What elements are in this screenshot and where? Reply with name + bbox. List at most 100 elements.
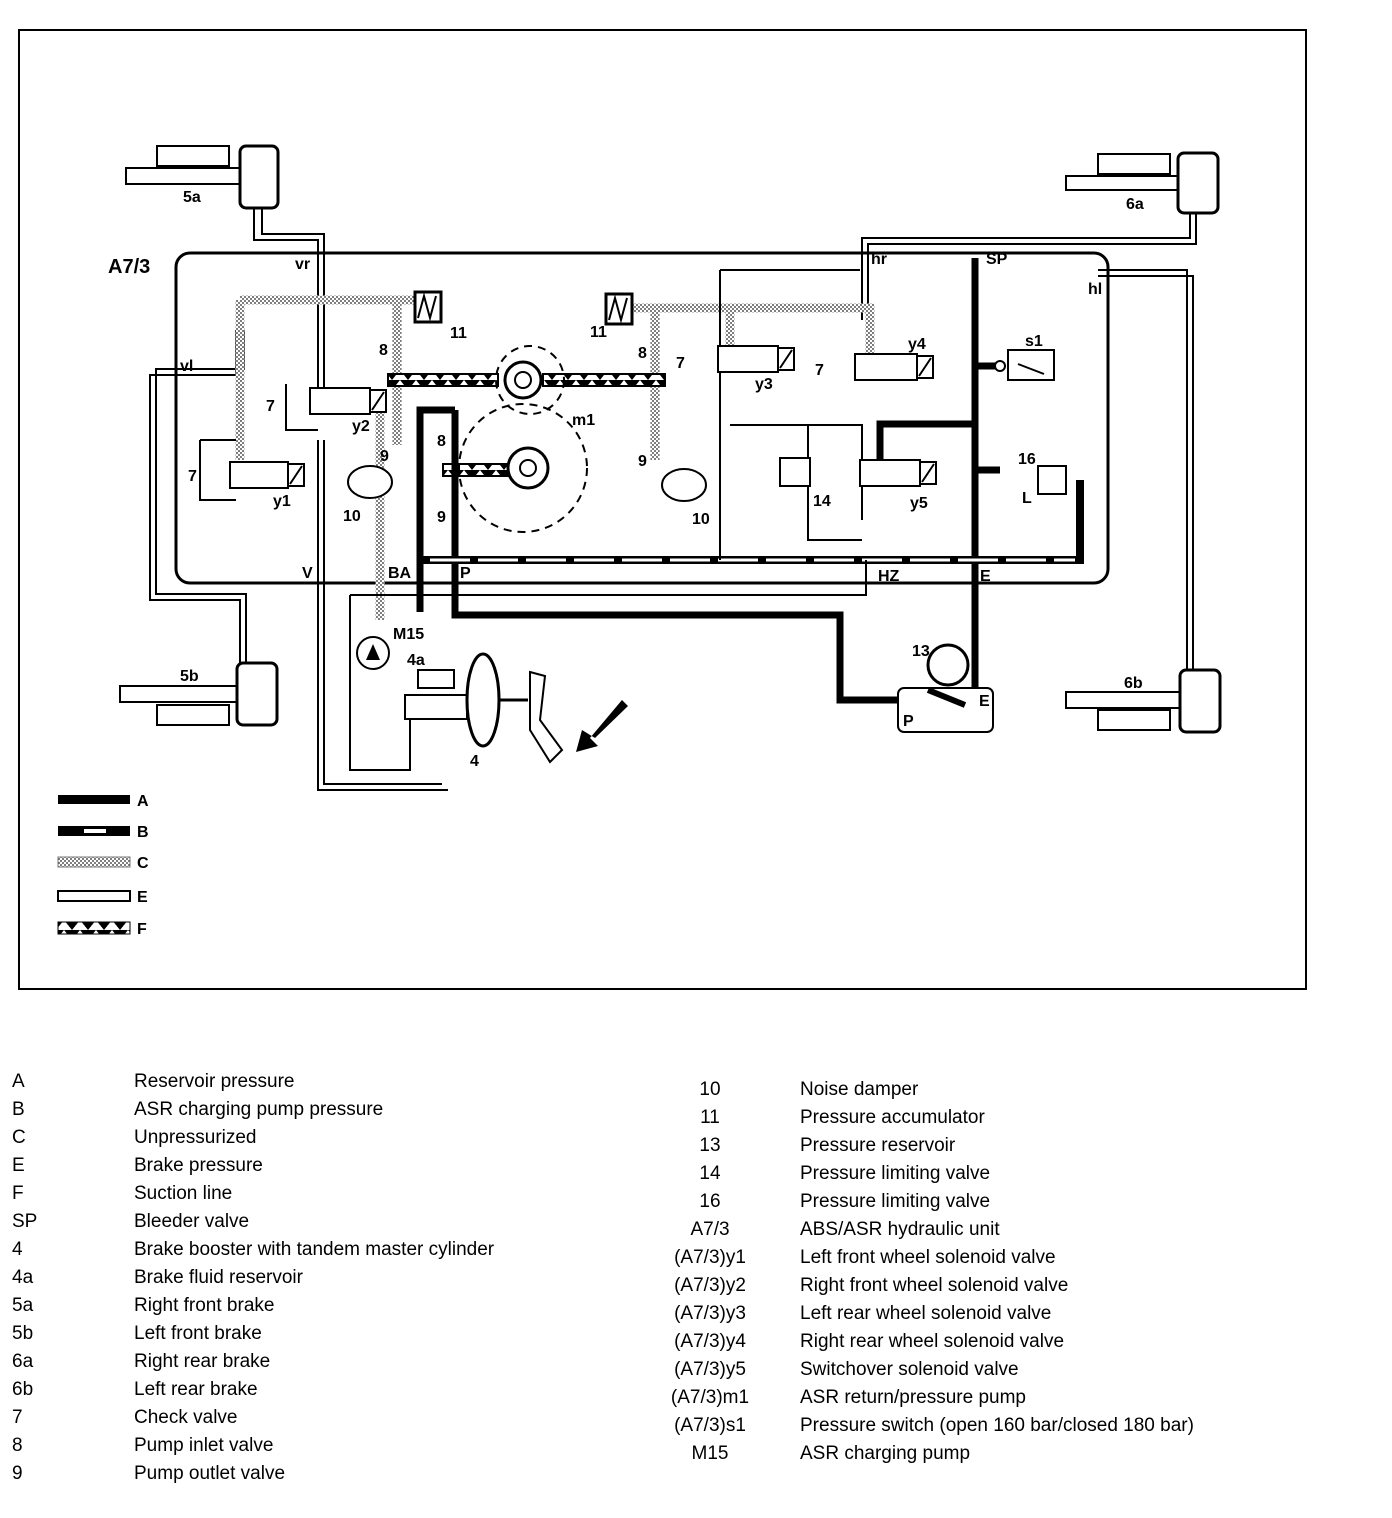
- legend-row: (A7/3)m1 ASR return/pressure pump: [660, 1384, 1360, 1412]
- suction-line-left: [387, 373, 499, 387]
- legend-code: M15: [691, 1443, 729, 1464]
- label-9-right: 9: [638, 453, 647, 470]
- legend-description: ASR return/pressure pump: [800, 1387, 1026, 1408]
- label-vl: vl: [180, 358, 193, 375]
- legend-code: 5a: [12, 1295, 34, 1316]
- legend-code: (A7/3)y1: [674, 1247, 746, 1268]
- legend-code: C: [12, 1127, 26, 1148]
- valve-y5: [859, 459, 937, 487]
- label-9-low: 9: [437, 509, 446, 526]
- legend-code: (A7/3)y5: [674, 1359, 746, 1380]
- hydraulic-unit-outline: [174, 251, 1110, 585]
- label-6b: 6b: [1124, 675, 1143, 692]
- valve-y4: [854, 353, 934, 381]
- suction-line-right: [542, 373, 666, 387]
- label-10-left: 10: [343, 508, 361, 525]
- valve-y1: [229, 461, 305, 489]
- legend-code: 6b: [12, 1379, 34, 1400]
- charging-pump-m15: [356, 636, 390, 670]
- legend-code: (A7/3)s1: [674, 1415, 746, 1436]
- legend-code: E: [12, 1155, 25, 1176]
- legend-swatch-a: [58, 795, 130, 804]
- legend-description: Suction line: [134, 1183, 233, 1204]
- legend-row: 8 Pump inlet valve: [12, 1432, 652, 1460]
- label-hl: hl: [1088, 281, 1102, 298]
- legend-code: (A7/3)y4: [674, 1331, 746, 1352]
- brake-booster-4: [404, 652, 628, 764]
- label-y2: y2: [352, 418, 370, 435]
- label-y4: y4: [908, 336, 926, 353]
- legend-key-a: A: [137, 793, 149, 810]
- legend-row: A7/3 ABS/ASR hydraulic unit: [660, 1216, 1360, 1244]
- legend-row: (A7/3)y2 Right front wheel solenoid valve: [660, 1272, 1360, 1300]
- legend-code: SP: [12, 1211, 38, 1232]
- legend-description: Right front wheel solenoid valve: [800, 1275, 1069, 1296]
- label-6a: 6a: [1126, 196, 1144, 213]
- pump-m1: [458, 345, 588, 533]
- label-10-right: 10: [692, 511, 710, 528]
- label-7-c: 7: [676, 355, 685, 372]
- legend-code: 11: [700, 1107, 720, 1128]
- line-legend: A B C E F: [57, 793, 149, 938]
- label-y3: y3: [755, 376, 773, 393]
- internal-lines: [199, 269, 867, 771]
- label-y1: y1: [273, 493, 291, 510]
- legend-code: 5b: [12, 1323, 34, 1344]
- label-7-d: 7: [815, 362, 824, 379]
- legend-code: A7/3: [690, 1219, 730, 1240]
- legend-description: Right rear wheel solenoid valve: [800, 1331, 1065, 1352]
- label-5a: 5a: [183, 189, 201, 206]
- brake-lines-e: [149, 208, 1197, 791]
- legend-description: Pump outlet valve: [134, 1463, 286, 1484]
- legend-description: Left front wheel solenoid valve: [800, 1247, 1056, 1268]
- pressure-limit-valve-16: [1037, 465, 1067, 495]
- label-s1: s1: [1025, 333, 1043, 350]
- label-8-right: 8: [638, 345, 647, 362]
- legend-code: 14: [699, 1163, 721, 1184]
- legend-description: Pump inlet valve: [134, 1435, 274, 1456]
- legend-description: Right rear brake: [134, 1351, 271, 1372]
- label-9-left: 9: [380, 448, 389, 465]
- label-14: 14: [813, 493, 831, 510]
- component-labels: A7/3 5a 5b 6a 6b vr vl hr SP hl V BA P H…: [108, 189, 1144, 770]
- legend-swatch-b: [58, 826, 130, 836]
- valve-y3: [717, 345, 795, 373]
- label-y5: y5: [910, 495, 928, 512]
- legend-key-b: B: [137, 824, 149, 841]
- legend-code: 13: [699, 1135, 721, 1156]
- pressure-limit-valve-14: [779, 457, 811, 487]
- legend-description: Brake fluid reservoir: [134, 1267, 303, 1288]
- label-m1: m1: [572, 412, 595, 429]
- legend-code: 8: [12, 1435, 23, 1456]
- legend-row: F Suction line: [12, 1180, 652, 1208]
- label-11-right: 11: [590, 324, 607, 341]
- label-16: 16: [1018, 451, 1036, 468]
- legend-key-f: F: [137, 921, 147, 938]
- legend-code: F: [12, 1183, 24, 1204]
- legend-description: ABS/ASR hydraulic unit: [800, 1219, 1000, 1240]
- legend-description: Left rear brake: [134, 1379, 258, 1400]
- legend-code: (A7/3)y2: [674, 1275, 746, 1296]
- legend-key-c: C: [137, 855, 149, 872]
- legend-swatch-f: [57, 921, 131, 935]
- label-p-top: P: [460, 565, 471, 582]
- legend-code: (A7/3)m1: [670, 1387, 750, 1408]
- pressure-switch-s1: [994, 349, 1055, 381]
- label-8-mid: 8: [437, 433, 446, 450]
- brake-6a: [1065, 151, 1220, 215]
- noise-damper-right: [661, 468, 707, 502]
- legend-key-e: E: [137, 889, 148, 906]
